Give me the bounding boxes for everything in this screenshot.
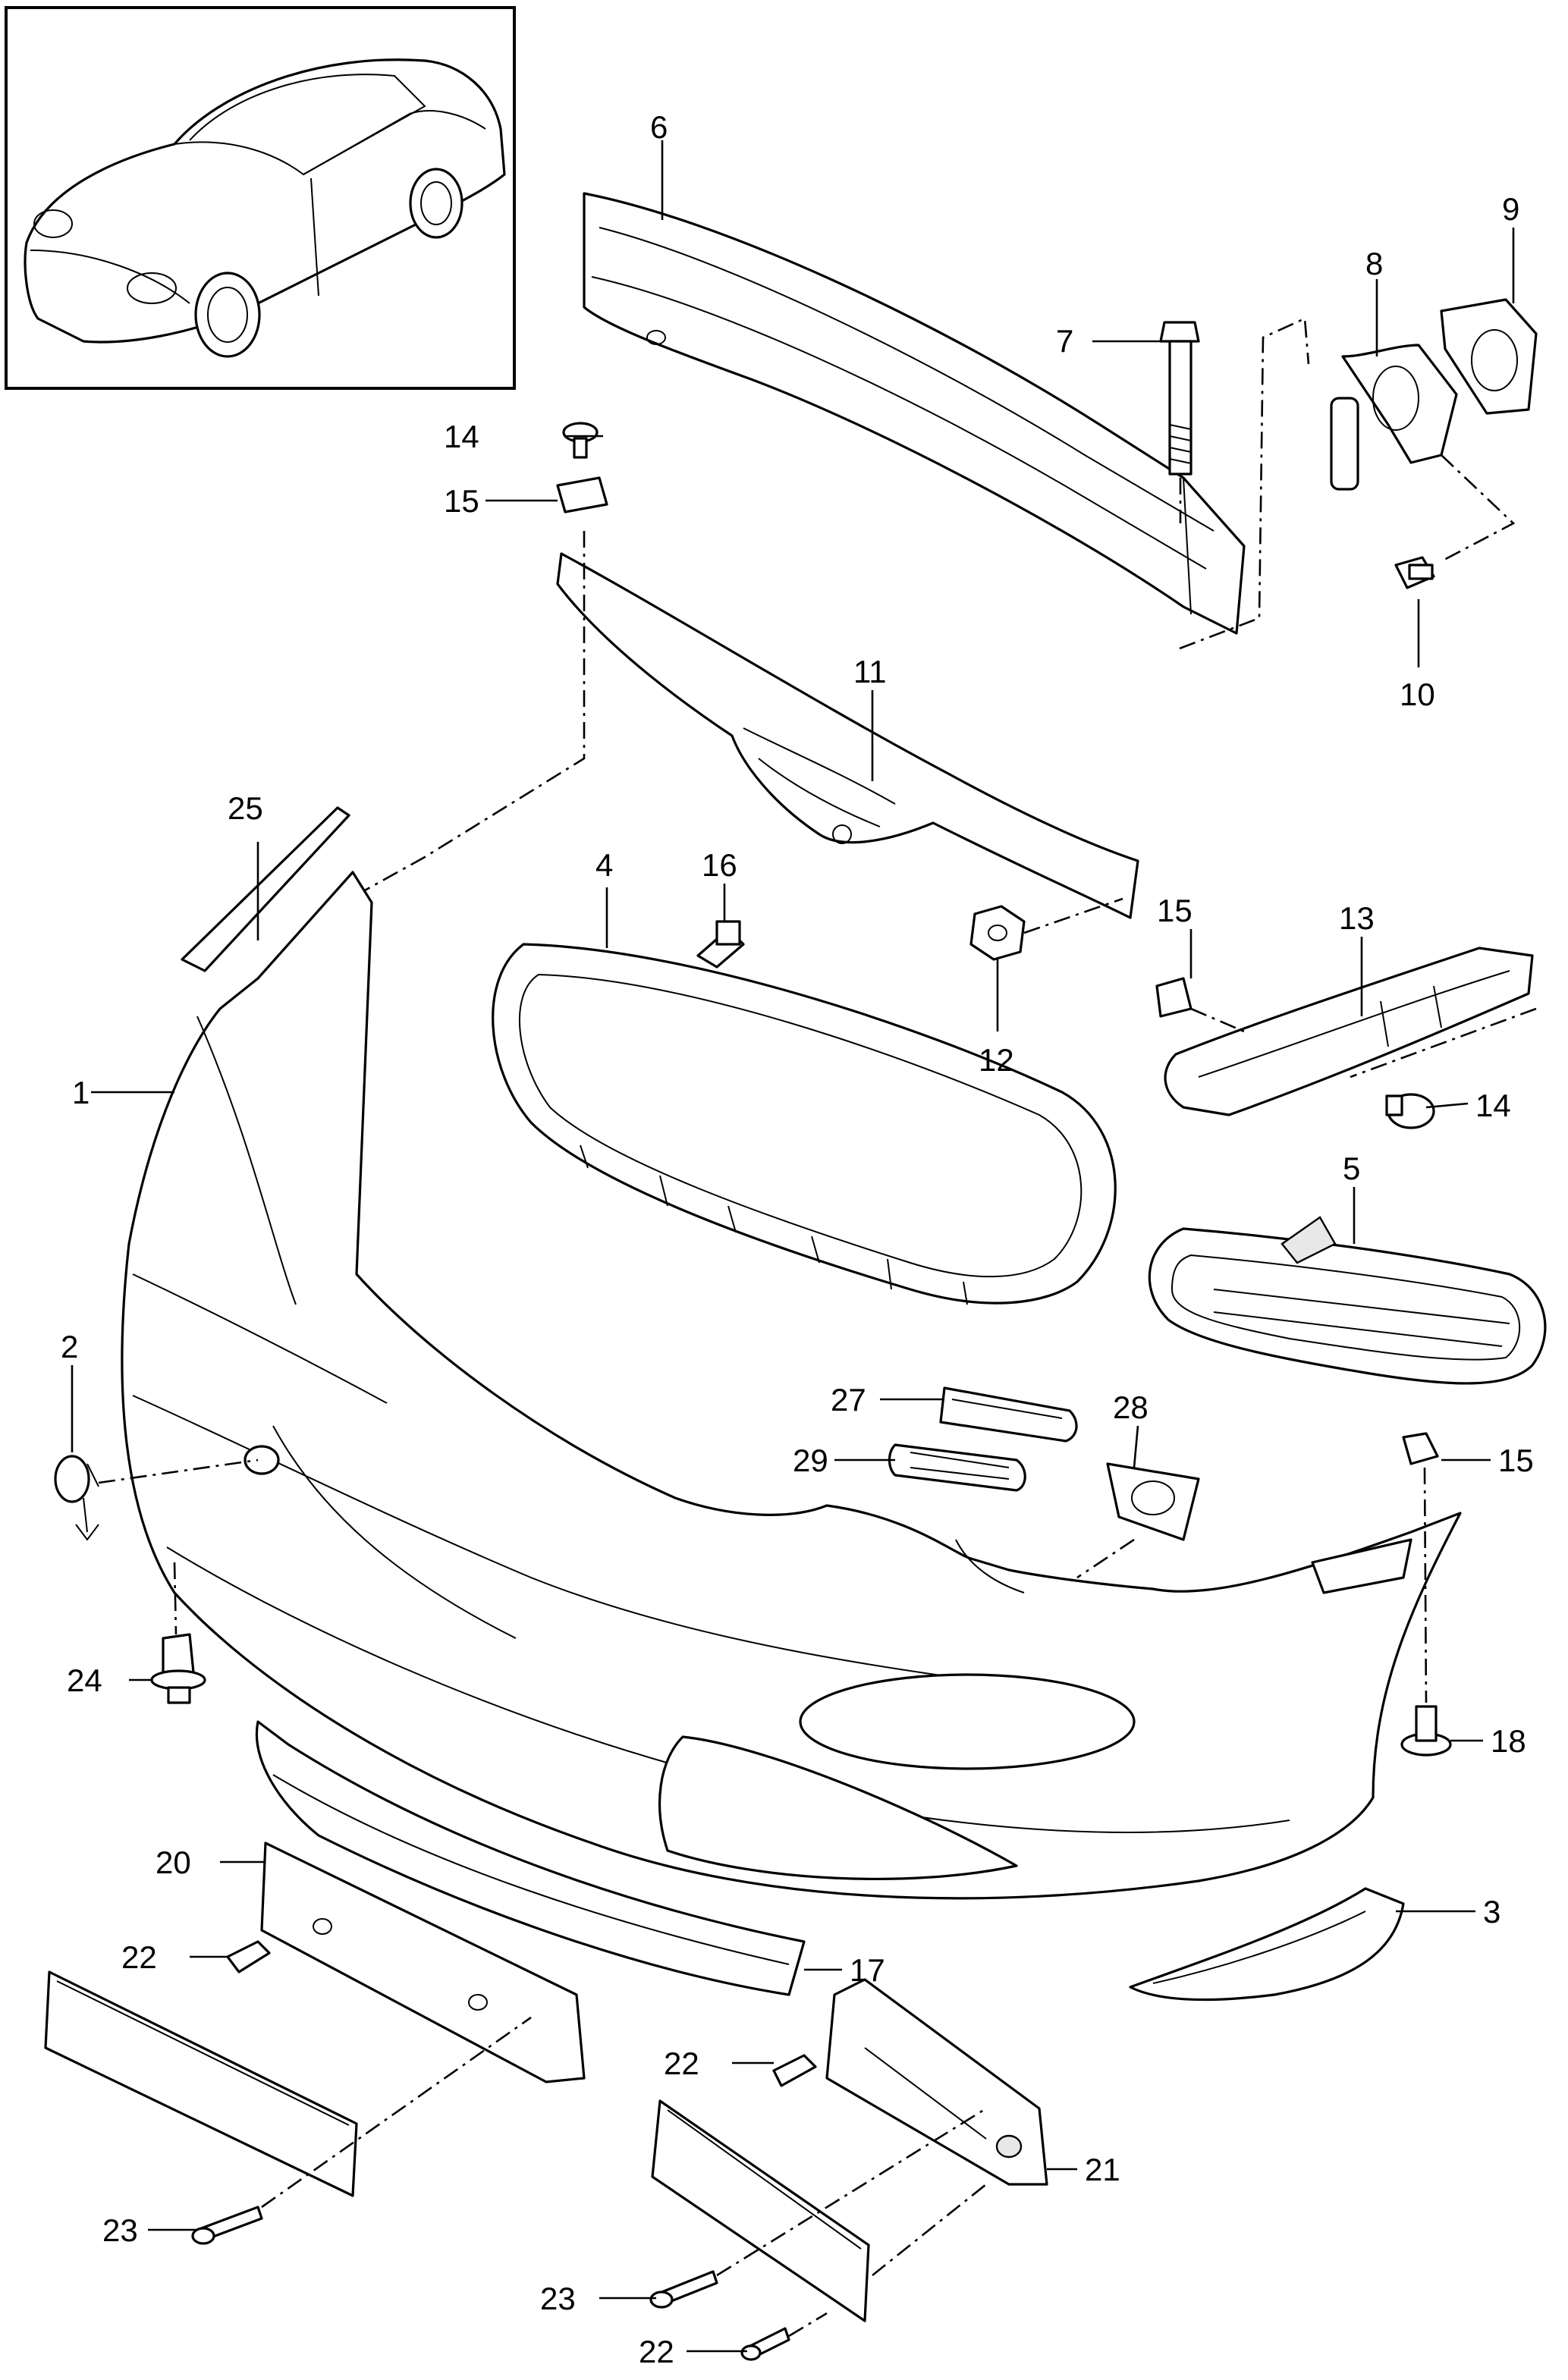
clip-nut-15-right [1402,1432,1439,1465]
hex-nut [969,905,1026,961]
callout-28: 24 [67,1663,102,1698]
expanding-plug [150,1633,206,1704]
callout-10: 10 [1400,677,1435,712]
trim-insert-29 [888,1443,1026,1492]
callout-21: 21 [1085,2152,1120,2187]
callout-15-top: 15 [444,483,479,519]
side-air-intake-grille [1148,1216,1547,1385]
callout-8: 8 [1365,246,1383,281]
callout-20: 20 [156,1845,191,1880]
bracket-screw [1394,556,1435,589]
callout-17: 17 [850,1952,885,1988]
callout-22-left: 22 [121,1939,157,1975]
pin-clip [696,920,745,969]
side-spoiler-piece [1129,1887,1405,2002]
callout-9: 9 [1502,191,1519,227]
callout-27: 28 [1113,1389,1149,1425]
screw-23-right [649,2270,718,2309]
screw-18 [1400,1705,1452,1757]
callout-25: 27 [831,1382,866,1418]
callout-22-right-lower: 22 [639,2334,674,2369]
washer-nozzle-cap [54,1455,99,1541]
callout-4: 4 [595,847,613,883]
callout-24: 25 [228,790,263,826]
callout-5: 5 [1343,1151,1360,1186]
callout-15-side: 15 [1157,893,1192,928]
bumper-carrier-beam [583,192,1246,635]
callout-22-right-upper: 22 [664,2046,699,2081]
trim-insert-25 [939,1386,1078,1443]
callout-labels: 6 7 8 9 10 11 14 15 25 4 16 15 13 12 14 … [61,109,1534,2369]
screw-14-side [1385,1093,1435,1129]
callout-23-left: 23 [102,2212,138,2248]
callout-23-right: 23 [540,2281,576,2316]
license-plate-carrier-21 [825,1978,1048,2186]
lower-spoiler [256,1720,806,1996]
callout-7: 7 [1056,323,1073,359]
callout-12: 12 [979,1042,1014,1078]
callout-3: 3 [1483,1894,1500,1929]
vehicle-thumbnail [5,6,516,390]
plate-left [44,1970,358,2197]
callout-29: 29 [793,1443,828,1478]
screw-22-left [226,1940,271,1973]
plate-right [651,2099,870,2322]
callout-1: 1 [72,1075,90,1110]
callout-15-right: 15 [1498,1443,1534,1478]
long-bolt [1159,321,1200,476]
callout-6: 6 [650,109,668,145]
callout-18: 18 [1491,1723,1526,1759]
callout-14-top: 14 [444,419,479,454]
callout-13: 13 [1339,900,1375,936]
seal-strip [181,806,350,972]
mounting-bracket [1330,344,1458,491]
clip-nut-15-top [556,476,608,513]
upper-crossmember [556,552,1139,919]
side-guide-bracket [1164,947,1534,1116]
gasket-plate [1440,298,1538,415]
screw-23-left [191,2206,263,2245]
bumper-cover [121,871,1462,1900]
callout-11: 11 [853,654,887,689]
callout-14-side: 14 [1475,1088,1511,1123]
license-plate-carrier-20 [260,1842,586,2083]
screw-22-right-upper [772,2054,817,2087]
clip-nut-15-side [1155,977,1192,1018]
callout-16: 16 [702,847,737,883]
tow-eye-cover-27 [1106,1462,1200,1541]
leader-lines [71,140,1515,2353]
callout-2: 2 [61,1329,78,1364]
screw-14-top [562,422,599,459]
center-grille-frame [492,943,1117,1305]
screw-22-right-lower [740,2327,790,2361]
